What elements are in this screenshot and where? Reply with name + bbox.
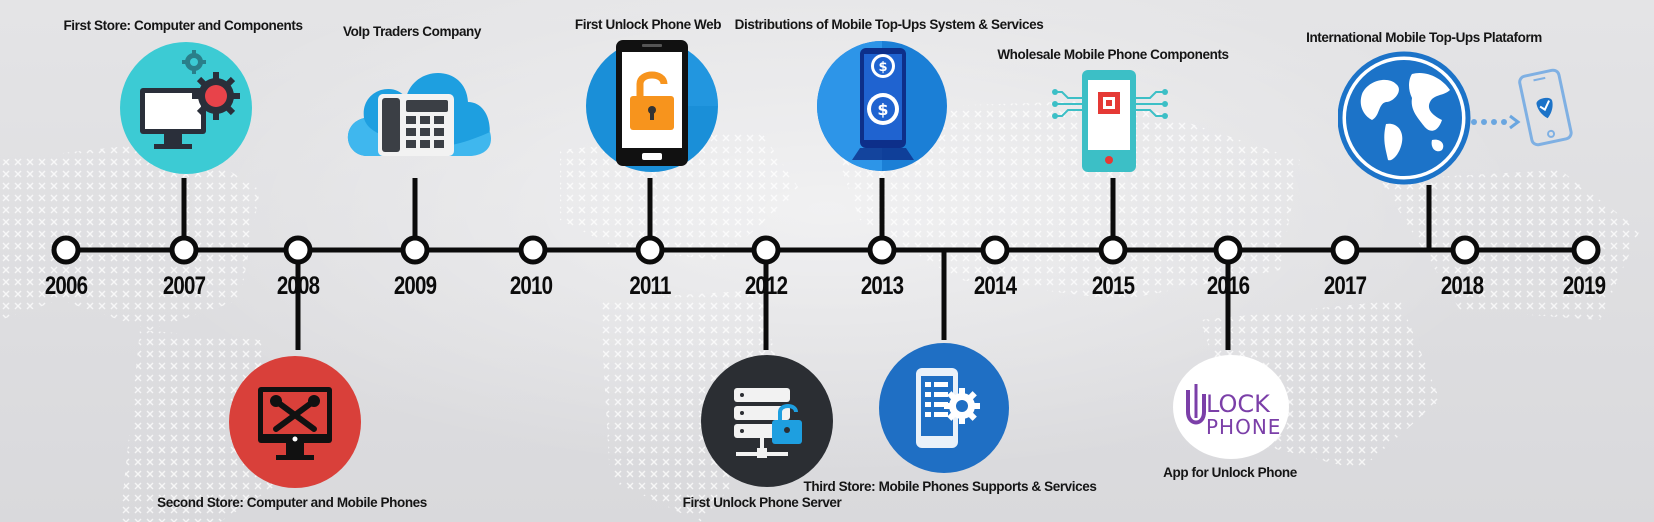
logo-text-lock: LOCK [1206, 390, 1271, 418]
cloud-telephone-icon [347, 72, 492, 156]
node-2018 [1450, 235, 1480, 265]
server-lock-icon [701, 355, 833, 487]
node-2015 [1098, 235, 1128, 265]
event-label-unlock-server: First Unlock Phone Server [682, 495, 842, 510]
year-label-2009: 2009 [393, 272, 437, 300]
year-label-2012: 2012 [744, 272, 788, 300]
svg-text:$: $ [877, 100, 888, 119]
mobile-topup-coins-icon: $ $ [817, 41, 947, 171]
phone-unlock-icon [586, 40, 718, 172]
year-label-2015: 2015 [1091, 272, 1135, 300]
logo-text-phone: PHONE [1206, 415, 1281, 439]
node-2010 [518, 235, 548, 265]
year-label-2008: 2008 [276, 272, 320, 300]
year-label-2007: 2007 [162, 272, 206, 300]
event-label-voip: VoIp Traders Company [342, 24, 482, 39]
event-label-wholesale: Wholesale Mobile Phone Components [997, 47, 1229, 62]
event-label-third-store: Third Store: Mobile Phones Supports & Se… [803, 479, 1097, 494]
repair-monitor-icon [229, 356, 361, 488]
node-2019 [1571, 235, 1601, 265]
event-label-international: International Mobile Top-Ups Plataform [1306, 30, 1542, 45]
event-label-app: App for Unlock Phone [1163, 465, 1297, 480]
year-label-2016: 2016 [1206, 272, 1250, 300]
node-2007 [169, 235, 199, 265]
phone-chip-circuit-icon [1052, 70, 1168, 172]
node-2013 [867, 235, 897, 265]
phone-settings-gear-icon [879, 343, 1009, 473]
node-2012 [751, 235, 781, 265]
year-label-2006: 2006 [44, 272, 88, 300]
svg-text:$: $ [878, 60, 887, 75]
node-2017 [1330, 235, 1360, 265]
unlock-phone-logo-icon: LOCK PHONE [1173, 355, 1289, 459]
event-label-unlock-web: First Unlock Phone Web [574, 17, 722, 32]
node-2009 [400, 235, 430, 265]
year-label-2017: 2017 [1323, 272, 1367, 300]
event-label-second-store: Second Store: Computer and Mobile Phones [157, 495, 427, 510]
year-label-2013: 2013 [860, 272, 904, 300]
node-2014 [980, 235, 1010, 265]
globe-phone-icon [1338, 51, 1573, 185]
node-2011 [635, 235, 665, 265]
year-label-2010: 2010 [509, 272, 553, 300]
event-label-first-store: First Store: Computer and Components [63, 18, 303, 33]
node-2008 [283, 235, 313, 265]
computer-gears-icon [120, 42, 252, 174]
node-2016 [1213, 235, 1243, 265]
event-label-topups: Distributions of Mobile Top-Ups System &… [734, 17, 1044, 32]
year-label-2011: 2011 [629, 272, 671, 300]
year-label-2019: 2019 [1562, 272, 1606, 300]
node-2006 [51, 235, 81, 265]
year-label-2018: 2018 [1440, 272, 1484, 300]
year-label-2014: 2014 [973, 272, 1017, 300]
